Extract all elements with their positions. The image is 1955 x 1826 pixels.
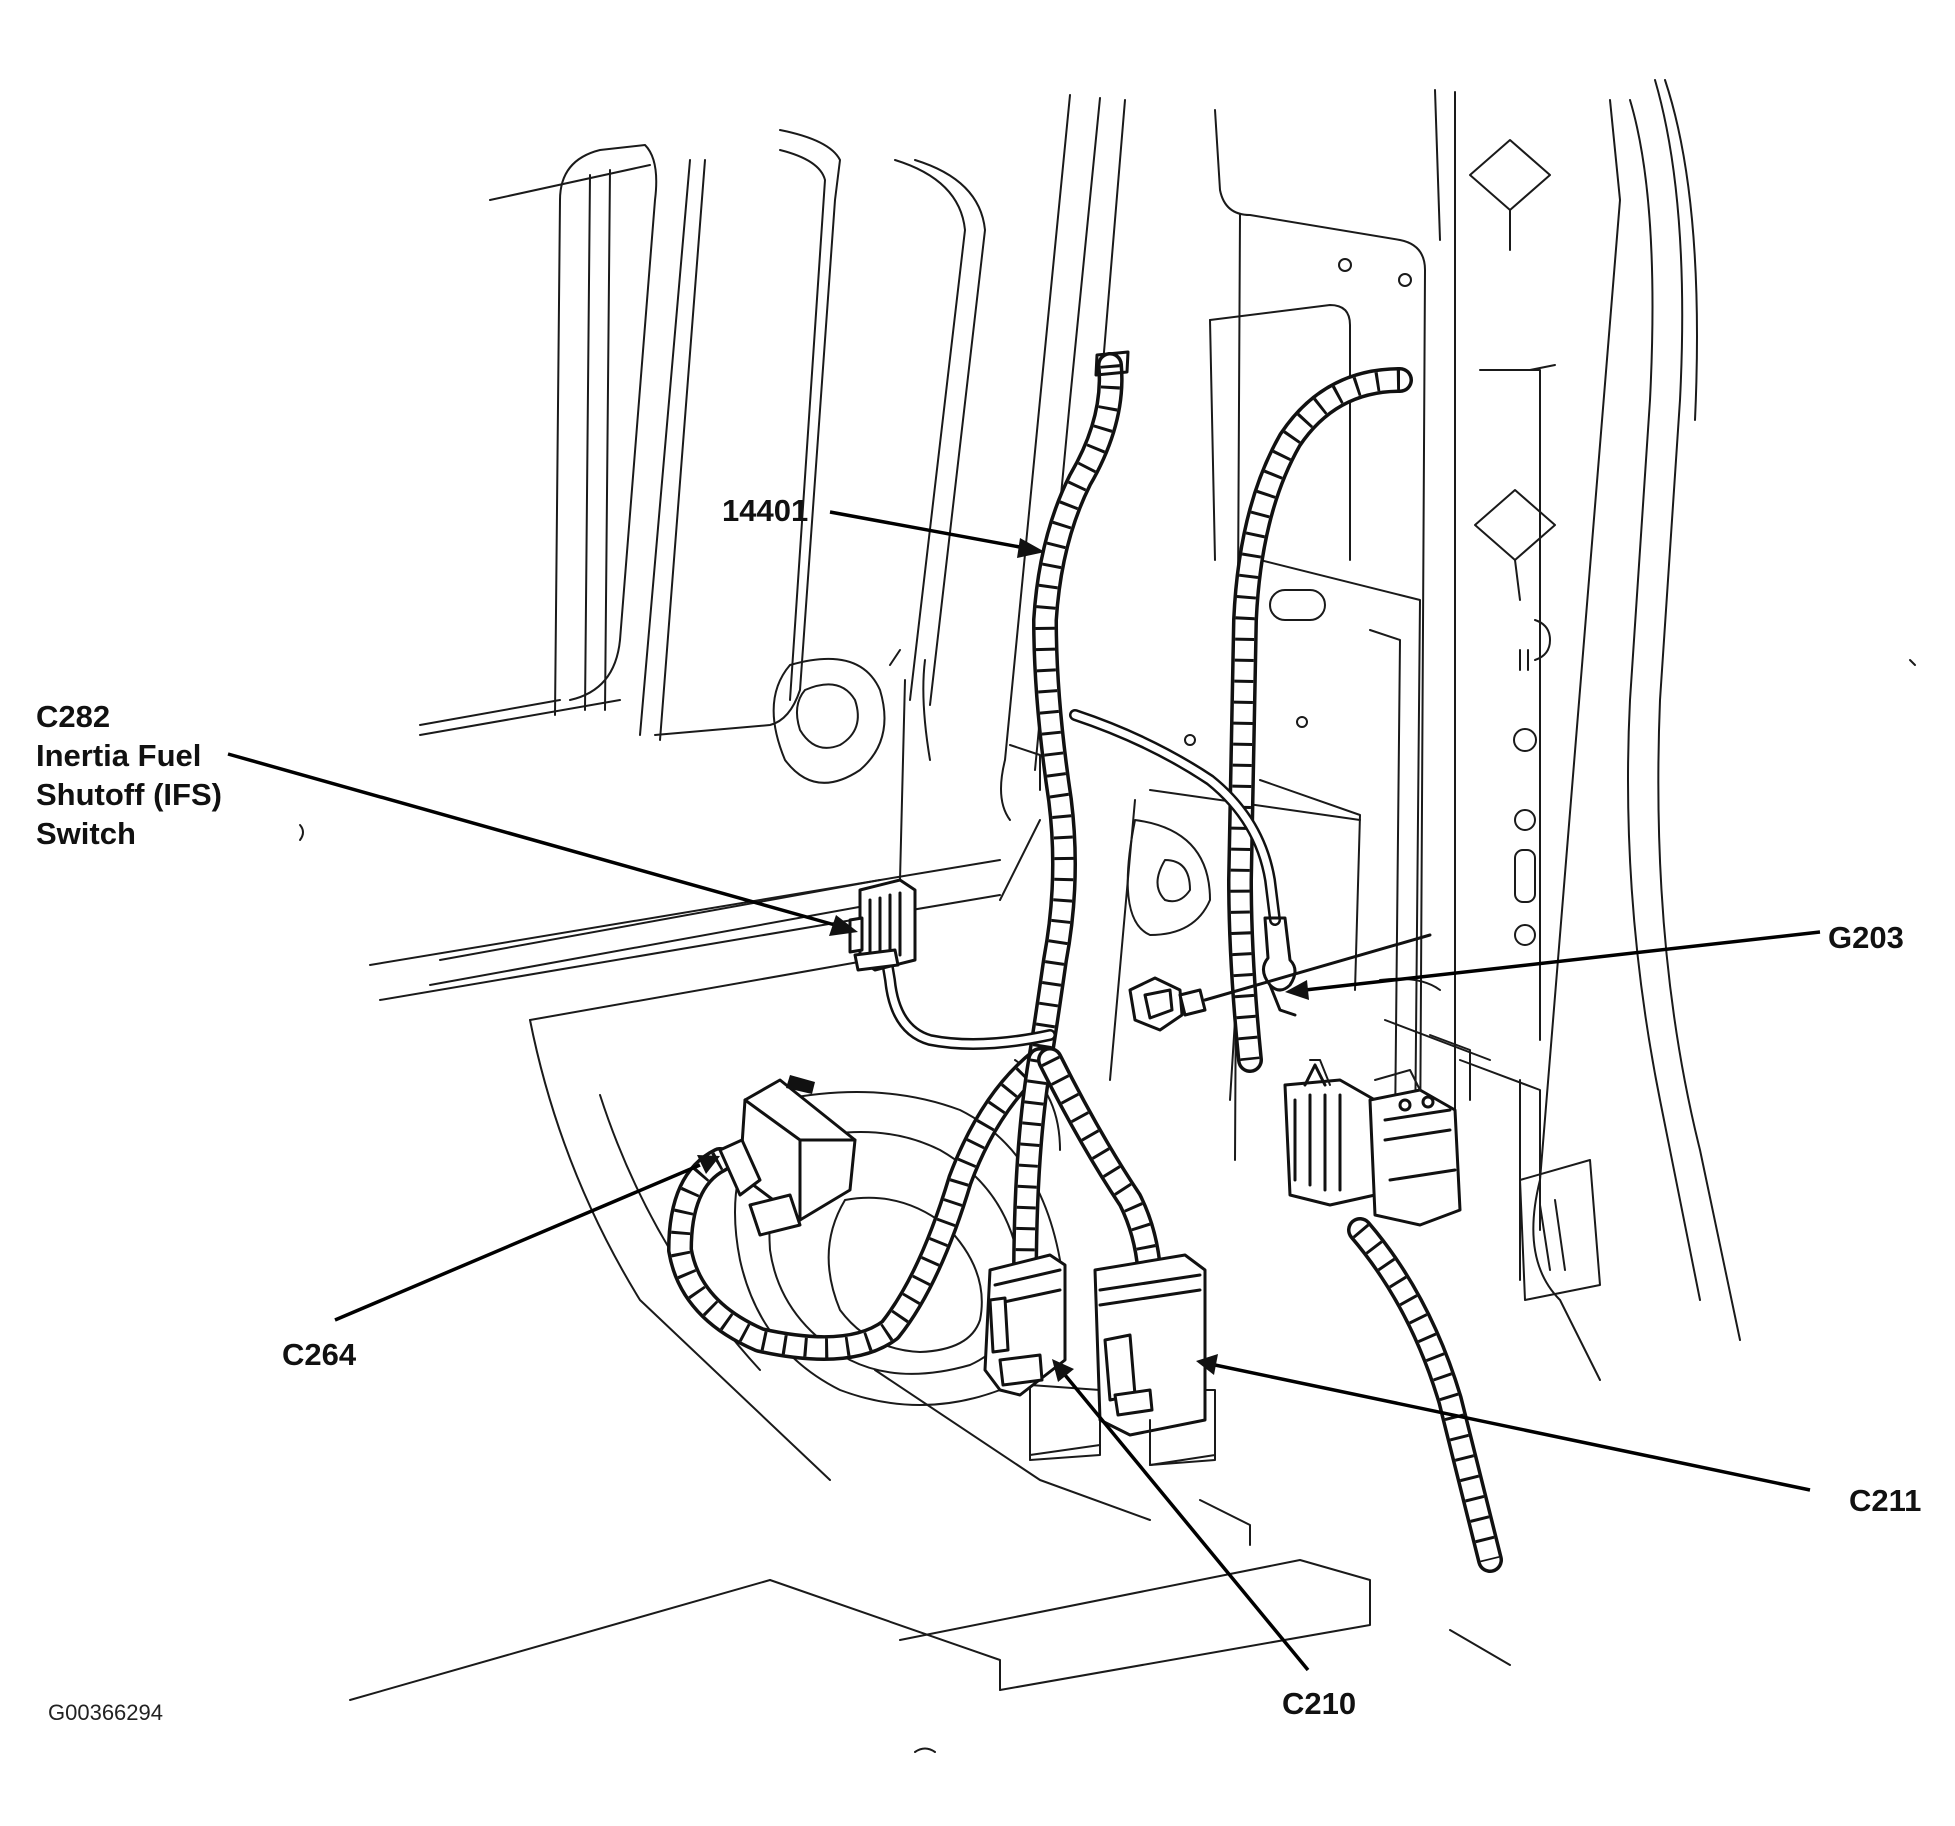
c282-connector — [848, 878, 917, 972]
main-harness-14401 — [667, 350, 1163, 1361]
ground-wire-g203 — [1069, 709, 1297, 1017]
label-c282-group: C282 Inertia Fuel Shutoff (IFS) Switch — [36, 697, 222, 853]
label-c210: C210 — [1282, 1686, 1357, 1721]
vehicle-body-outline — [349, 79, 1741, 1701]
body-harness-branch — [1227, 367, 1503, 1573]
label-c282: C282 — [36, 699, 111, 734]
figure-id: G00366294 — [48, 1700, 163, 1725]
ground-bolt — [1128, 933, 1432, 1032]
label-c264: C264 — [282, 1337, 357, 1372]
label-c282-line3: Switch — [36, 816, 136, 851]
label-14401: 14401 — [722, 493, 809, 528]
leader-lines — [227, 510, 1821, 1672]
rear-connector-pair — [1283, 1059, 1462, 1227]
c211-connector — [1093, 1253, 1216, 1466]
ifs-switch-wire — [879, 944, 1056, 1050]
label-c211: C211 — [1849, 1483, 1922, 1518]
label-g203: G203 — [1828, 920, 1904, 955]
c210-connector — [983, 1253, 1101, 1456]
label-c282-line1: Inertia Fuel — [36, 738, 202, 773]
speck-marks — [299, 659, 1916, 1753]
label-c282-line2: Shutoff (IFS) — [36, 777, 222, 812]
c264-connector — [718, 1075, 857, 1237]
